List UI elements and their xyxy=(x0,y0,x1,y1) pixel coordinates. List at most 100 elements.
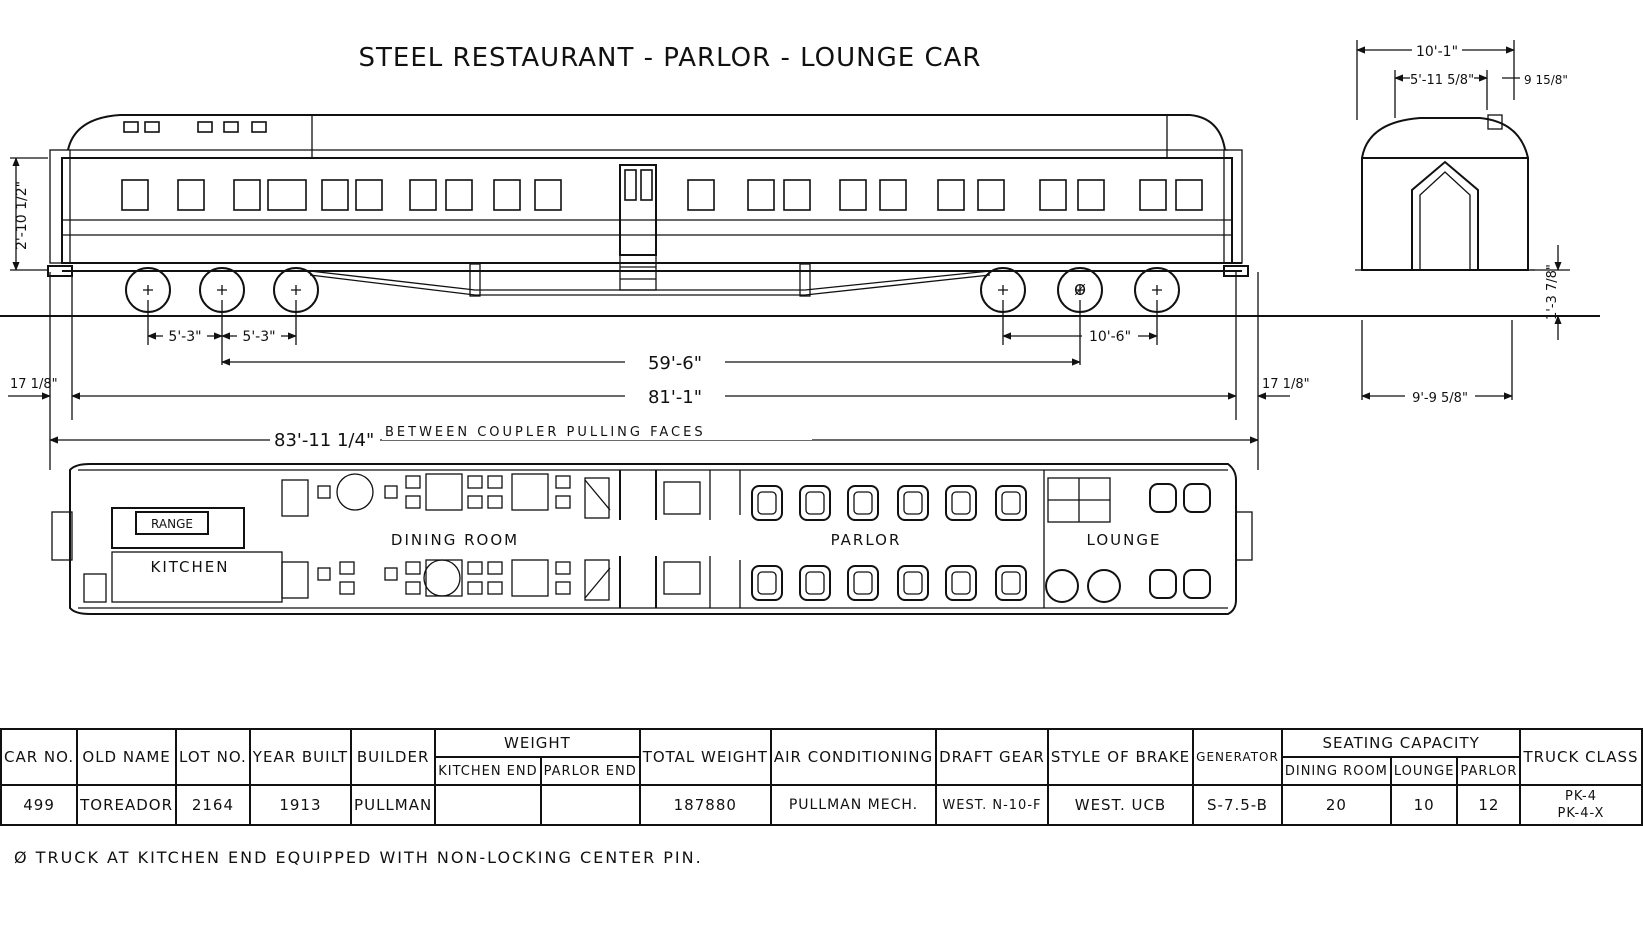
parlor-chair-seat xyxy=(757,571,777,595)
dining-chair xyxy=(487,475,503,489)
truck-dims: 5'-3" 5'-3" 10'-6" Ø 59'-6" 81'-1" 17 1/… xyxy=(8,272,1310,470)
parlor-chair xyxy=(751,565,783,601)
parlor-chair xyxy=(995,485,1027,521)
dining-chair xyxy=(405,475,421,489)
parlor-chair-seat xyxy=(805,491,825,515)
side-height-label: 2'-10 1/2" xyxy=(14,181,30,250)
parlor-chair-seat xyxy=(1001,491,1021,515)
header-air-conditioning: AIR CONDITIONING xyxy=(769,728,938,786)
side-window xyxy=(267,179,307,211)
footnote: Ø TRUCK AT KITCHEN END EQUIPPED WITH NON… xyxy=(14,848,703,867)
parlor-chair-seat xyxy=(853,491,873,515)
parlor-chair-seat xyxy=(951,571,971,595)
end-inner-width-label: 5'-11 5/8" xyxy=(1410,73,1474,88)
car-drawing: STEEL RESTAURANT - PARLOR - LOUNGE CAR xyxy=(0,40,1600,615)
side-window xyxy=(839,179,867,211)
spec-table: CAR NO. OLD NAME LOT NO. YEAR BUILT BUIL… xyxy=(0,728,1643,826)
dining-chair xyxy=(555,561,571,575)
lounge-armchair xyxy=(1045,569,1079,603)
cell-style-of-brake: WEST. UCB xyxy=(1046,784,1195,826)
side-window xyxy=(121,179,149,211)
dining-chair xyxy=(405,581,421,595)
side-window xyxy=(177,179,205,211)
header-dining-room: DINING ROOM xyxy=(1280,756,1392,786)
truck-spacing-b-label: 5'-3" xyxy=(242,329,275,345)
header-weight: WEIGHT xyxy=(434,728,641,758)
truck-spacing-a-label: 5'-3" xyxy=(168,329,201,345)
side-window xyxy=(493,179,521,211)
header-car-no: CAR NO. xyxy=(0,728,79,786)
cell-builder: PULLMAN xyxy=(350,784,437,826)
header-lot-no: LOT NO. xyxy=(175,728,251,786)
truck-class-1: PK-4 xyxy=(1565,789,1597,804)
parlor-chair-seat xyxy=(903,571,923,595)
dining-room-label: DINING ROOM xyxy=(391,531,519,549)
drawing-title: STEEL RESTAURANT - PARLOR - LOUNGE CAR xyxy=(359,43,982,73)
parlor-chair xyxy=(751,485,783,521)
header-lounge: LOUNGE xyxy=(1389,756,1459,786)
cell-air-conditioning: PULLMAN MECH. xyxy=(769,784,938,826)
truck-centers-label: 59'-6" xyxy=(648,353,702,374)
header-style-of-brake: STYLE OF BRAKE xyxy=(1046,728,1195,786)
side-window xyxy=(1077,179,1105,211)
side-window xyxy=(1039,179,1067,211)
cell-parlor: 12 xyxy=(1456,784,1522,826)
coupler-length-label: 83'-11 1/4" xyxy=(274,430,374,451)
cell-car-no: 499 xyxy=(0,784,79,826)
dining-chair xyxy=(339,581,355,595)
header-builder: BUILDER xyxy=(350,728,437,786)
table-row: 499 TOREADOR 2164 1913 PULLMAN 187880 PU… xyxy=(0,784,1643,826)
lounge-chair xyxy=(1149,483,1177,513)
cell-lot-no: 2164 xyxy=(175,784,251,826)
parlor-chair-seat xyxy=(805,571,825,595)
floor-plan: RANGE KITCHEN DINING ROOM PARLOR LOUNGE xyxy=(51,463,1253,615)
center-pin-symbol: Ø xyxy=(1074,281,1086,299)
dining-chair xyxy=(555,475,571,489)
lounge-chair xyxy=(1183,569,1211,599)
wheel-center xyxy=(1075,285,1085,295)
dining-chair xyxy=(555,495,571,509)
dining-chair xyxy=(467,581,483,595)
wheel-center xyxy=(143,285,153,295)
cell-generator: S-7.5-B xyxy=(1192,784,1283,826)
lounge-label: LOUNGE xyxy=(1087,531,1162,549)
header-truck-class: TRUCK CLASS xyxy=(1519,728,1643,786)
cell-year-built: 1913 xyxy=(248,784,353,826)
dining-chair xyxy=(467,561,483,575)
side-window xyxy=(747,179,775,211)
parlor-chair xyxy=(847,565,879,601)
square-table xyxy=(425,559,463,597)
side-window xyxy=(1139,179,1167,211)
side-window xyxy=(534,179,562,211)
dining-chair xyxy=(487,561,503,575)
side-window xyxy=(1175,179,1203,211)
parlor-chair xyxy=(847,485,879,521)
parlor-chair xyxy=(897,565,929,601)
truck-wheelbase-label: 10'-6" xyxy=(1089,329,1131,345)
side-elevation xyxy=(0,114,1600,317)
side-window xyxy=(355,179,383,211)
dining-chair xyxy=(555,581,571,595)
cell-kitchen-end xyxy=(434,784,542,826)
side-window xyxy=(783,179,811,211)
parlor-chair xyxy=(995,565,1027,601)
end-base-width-label: 9'-9 5/8" xyxy=(1412,391,1468,406)
parlor-chair xyxy=(897,485,929,521)
lounge-armchair xyxy=(1087,569,1121,603)
dining-chair xyxy=(339,561,355,575)
side-window xyxy=(879,179,907,211)
square-table xyxy=(511,559,549,597)
end-height-label: 1'-3 7/8" xyxy=(1545,264,1560,320)
header-total-weight: TOTAL WEIGHT xyxy=(638,728,772,786)
dining-chair xyxy=(405,495,421,509)
parlor-chair xyxy=(945,485,977,521)
wheel-center xyxy=(998,285,1008,295)
dining-chair xyxy=(487,495,503,509)
side-window xyxy=(409,179,437,211)
header-draft-gear: DRAFT GEAR xyxy=(935,728,1049,786)
buffet xyxy=(584,477,610,519)
cell-truck-class: PK-4 PK-4-X xyxy=(1519,784,1643,826)
end-width-label: 10'-1" xyxy=(1416,44,1458,60)
square-table xyxy=(425,473,463,511)
header-parlor-end: PARLOR END xyxy=(539,756,641,786)
